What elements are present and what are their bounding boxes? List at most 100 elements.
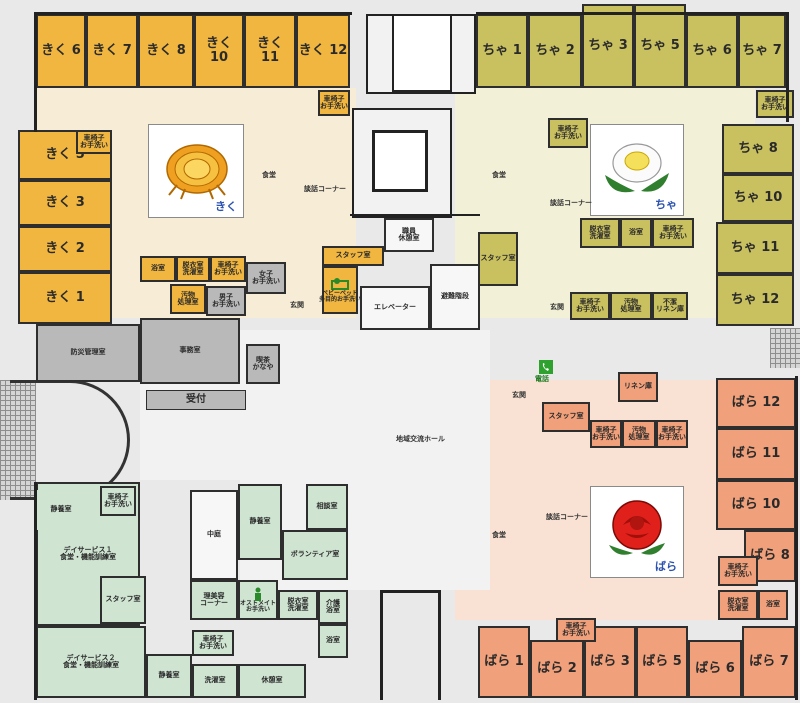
- outer-wall-dayservice-left: [34, 482, 37, 700]
- room-kiku-1[interactable]: きく 1: [18, 272, 112, 324]
- room-kiku-10[interactable]: きく 10: [194, 14, 244, 88]
- rose-icon: [609, 500, 665, 555]
- disaster-control-room[interactable]: 防災管理室: [36, 324, 140, 382]
- bara-soiled-room[interactable]: 汚物 処理室: [622, 420, 656, 448]
- day-service-1-label: デイサービス１ 食堂・機能訓練室: [60, 545, 116, 561]
- kiku-changing-washing[interactable]: 脱衣室 洗濯室: [176, 256, 210, 282]
- day-service-wheelchair-toilet[interactable]: 車椅子 お手洗い: [100, 486, 136, 516]
- bara-wheelchair-toilet-1[interactable]: 車椅子 お手洗い: [590, 420, 622, 448]
- reception-counter[interactable]: 受付: [146, 390, 246, 410]
- cha-wheelchair-toilet-south[interactable]: 車椅子 お手洗い: [652, 218, 694, 248]
- room-kiku-8[interactable]: きく 8: [138, 14, 194, 88]
- room-cha-3[interactable]: ちゃ 3: [582, 4, 634, 88]
- phone-icon: [539, 360, 553, 374]
- women-toilet[interactable]: 女子 お手洗い: [246, 262, 286, 294]
- kiku-staff-room[interactable]: スタッフ室: [322, 246, 384, 266]
- beauty-corner[interactable]: 理美容 コーナー: [190, 580, 238, 620]
- outer-wall-cha-top: [476, 12, 788, 15]
- east-shaft-wall-3: [380, 590, 383, 700]
- day-service-2-area[interactable]: デイサービス２ 食堂・機能訓練室: [36, 626, 146, 698]
- room-kiku-3[interactable]: きく 3: [18, 180, 112, 226]
- cha-wheelchair-toilet-bottom[interactable]: 車椅子 お手洗い: [570, 292, 610, 320]
- room-cha-6[interactable]: ちゃ 6: [686, 14, 738, 88]
- courtyard: 中庭: [190, 490, 238, 580]
- bara-staff-room[interactable]: スタッフ室: [542, 402, 590, 432]
- day-service-staff-room[interactable]: スタッフ室: [100, 576, 146, 624]
- bara-linen-room[interactable]: リネン庫: [618, 372, 658, 402]
- kiku-wheelchair-toilet-north[interactable]: 車椅子 お手洗い: [318, 90, 350, 116]
- room-cha-8[interactable]: ちゃ 8: [722, 124, 794, 174]
- room-bara-7[interactable]: ばら 7: [742, 626, 796, 698]
- staff-lounge[interactable]: 職員 休憩室: [384, 218, 434, 252]
- room-cha-7[interactable]: ちゃ 7: [738, 14, 786, 88]
- bara-bath[interactable]: 浴室: [758, 590, 788, 620]
- quiet-room-2[interactable]: 静養室: [146, 654, 192, 698]
- bara-wheelchair-toilet-south[interactable]: 車椅子 お手洗い: [556, 618, 596, 642]
- bara-wing-sign: ばら: [590, 486, 684, 578]
- consultation-room[interactable]: 相談室: [306, 484, 348, 530]
- cha-staff-room[interactable]: スタッフ室: [478, 232, 518, 286]
- room-bara-2[interactable]: ばら 2: [530, 640, 584, 698]
- room-bara-5[interactable]: ばら 5: [636, 626, 688, 698]
- office[interactable]: 事務室: [140, 318, 240, 384]
- ostomate-icon: [255, 587, 261, 601]
- room-bara-10[interactable]: ばら 10: [716, 480, 796, 530]
- cha-dining-label: 食堂: [492, 171, 506, 179]
- outer-wall-kiku-left: [34, 12, 37, 132]
- volunteer-room[interactable]: ボランティア室: [282, 530, 348, 580]
- room-kiku-12[interactable]: きく 12: [296, 14, 350, 88]
- elevator[interactable]: エレベーター: [360, 286, 430, 330]
- cha-unused-linen[interactable]: 不潔 リネン庫: [652, 292, 688, 320]
- room-cha-12[interactable]: ちゃ 12: [716, 274, 794, 326]
- room-cha-10[interactable]: ちゃ 10: [722, 174, 794, 222]
- east-terrace: [770, 328, 800, 368]
- bara-dining-label: 食堂: [492, 531, 506, 539]
- room-cha-5[interactable]: ちゃ 5: [634, 4, 686, 88]
- baby-bed-icon: [331, 277, 349, 290]
- room-bara-12[interactable]: ばら 12: [716, 378, 796, 428]
- room-kiku-7[interactable]: きく 7: [86, 14, 138, 88]
- kiku-wheelchair-toilet-west[interactable]: 車椅子 お手洗い: [76, 130, 112, 154]
- bara-wing-name: ばら: [655, 560, 677, 573]
- cha-changing-washing[interactable]: 脱衣室 洗濯室: [580, 218, 620, 248]
- room-kiku-6[interactable]: きく 6: [36, 14, 86, 88]
- rest-room[interactable]: 休憩室: [238, 664, 306, 698]
- room-kiku-11[interactable]: きく 11: [244, 14, 296, 88]
- ostomate-label: オストメイト お手洗い: [240, 599, 277, 613]
- cha-lounge-label: 談話コーナー: [550, 199, 592, 207]
- changing-room-green[interactable]: 脱衣室 洗濯室: [278, 590, 318, 620]
- laundry-room[interactable]: 洗濯室: [192, 664, 238, 698]
- kiku-bath[interactable]: 浴室: [140, 256, 176, 282]
- room-bara-1[interactable]: ばら 1: [478, 626, 530, 698]
- care-bath[interactable]: 介護 浴室: [318, 590, 348, 624]
- room-bara-11[interactable]: ばら 11: [716, 428, 796, 480]
- cha-wing-sign: ちゃ: [590, 124, 684, 216]
- quiet-room-3[interactable]: 静養室: [238, 484, 282, 560]
- room-bara-6[interactable]: ばら 6: [688, 640, 742, 698]
- room-cha-2[interactable]: ちゃ 2: [528, 14, 582, 88]
- green-bath[interactable]: 浴室: [318, 624, 348, 658]
- men-toilet[interactable]: 男子 お手洗い: [206, 286, 246, 316]
- community-hall-label: 地域交流ホール: [396, 435, 445, 443]
- bara-wheelchair-toilet-2[interactable]: 車椅子 お手洗い: [656, 420, 688, 448]
- ostomate-toilet[interactable]: オストメイト お手洗い: [238, 580, 278, 620]
- cha-wing-name: ちゃ: [655, 198, 677, 211]
- baby-bed-toilet[interactable]: ベビーベッド 多目的お手洗い: [319, 266, 361, 314]
- kiku-lounge-label: 談話コーナー: [304, 185, 346, 193]
- quiet-room-1[interactable]: 静養室: [36, 490, 86, 530]
- kiku-wheelchair-toilet-south[interactable]: 車椅子 お手洗い: [210, 256, 246, 282]
- cha-entrance-label: 玄関: [550, 303, 564, 311]
- kiku-soiled-room[interactable]: 汚物 処理室: [170, 284, 206, 314]
- cafe-kanaya[interactable]: 喫茶 かなや: [246, 344, 280, 384]
- room-cha-1[interactable]: ちゃ 1: [476, 14, 528, 88]
- room-kiku-2[interactable]: きく 2: [18, 226, 112, 272]
- room-cha-11[interactable]: ちゃ 11: [716, 222, 794, 274]
- emergency-stairs[interactable]: 避難階段: [430, 264, 480, 330]
- top-shaft-inner: [392, 14, 452, 92]
- cha-soiled-room[interactable]: 汚物 処理室: [610, 292, 652, 320]
- cha-wheelchair-toilet-north[interactable]: 車椅子 お手洗い: [548, 118, 588, 148]
- green-wheelchair-toilet[interactable]: 車椅子 お手洗い: [192, 630, 234, 656]
- cha-bath[interactable]: 浴室: [620, 218, 652, 248]
- bara-changing-washing[interactable]: 脱衣室 洗濯室: [718, 590, 758, 620]
- bara-wheelchair-toilet-east[interactable]: 車椅子 お手洗い: [718, 556, 758, 586]
